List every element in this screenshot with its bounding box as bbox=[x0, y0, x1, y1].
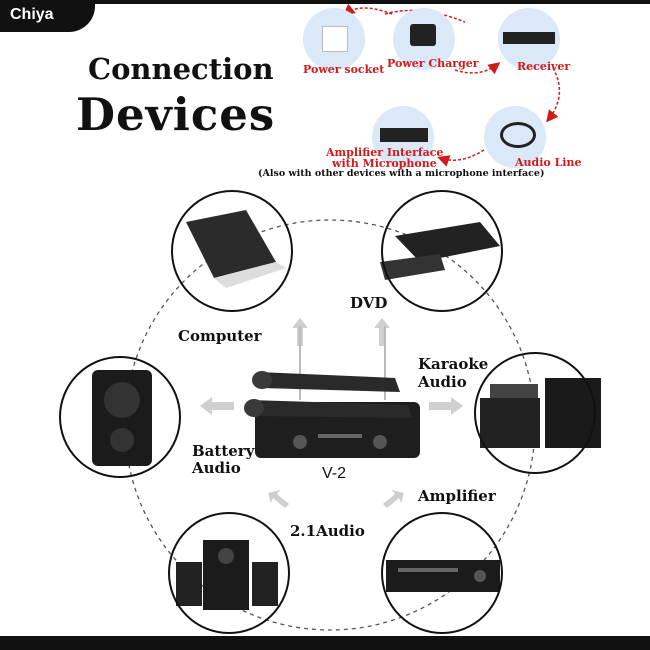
dvd-circle bbox=[381, 190, 503, 312]
amplifier-interface-label-2: with Microphone bbox=[332, 157, 437, 170]
audio21-circle bbox=[168, 512, 290, 634]
arrow-up-right bbox=[374, 318, 390, 346]
audio-line-label: Audio Line bbox=[515, 156, 582, 169]
amplifier-interface-icon bbox=[380, 128, 428, 142]
top-strip bbox=[0, 0, 650, 4]
battery-label-1: Battery bbox=[192, 442, 255, 460]
direction-arrows bbox=[200, 318, 463, 508]
battery-label-2: Audio bbox=[192, 459, 241, 477]
computer-circle bbox=[171, 190, 293, 312]
center-product bbox=[244, 326, 420, 458]
brand-tab bbox=[0, 0, 95, 32]
brand-name: Chiya bbox=[10, 6, 54, 23]
karaoke-audio-circle bbox=[474, 352, 596, 474]
flow-arrow-audioline-to-amp bbox=[437, 149, 485, 167]
amplifier-circle bbox=[381, 512, 503, 634]
flow-arrow-receiver-to-audioline bbox=[546, 67, 561, 123]
battery-audio-circle bbox=[59, 356, 181, 478]
power-charger-label: Power Charger bbox=[387, 57, 479, 70]
karaoke-label-2: Audio bbox=[418, 373, 467, 391]
socket-icon bbox=[322, 26, 348, 52]
power-socket-label: Power socket bbox=[303, 63, 385, 76]
flow-arrow-charger-to-receiver bbox=[454, 62, 501, 75]
model-label: V-2 bbox=[322, 465, 347, 482]
audio21-label: 2.1Audio bbox=[290, 522, 365, 540]
charger-icon bbox=[410, 24, 436, 46]
arrow-right bbox=[429, 397, 463, 415]
arrow-down-right bbox=[383, 490, 404, 508]
amplifier-interface-label-1: Amplifier Interface bbox=[326, 146, 444, 159]
receiver-icon bbox=[503, 32, 555, 44]
receiver-label: Receiver bbox=[517, 60, 571, 73]
karaoke-label-1: Karaoke bbox=[418, 355, 489, 373]
title-line-2: Devices bbox=[76, 88, 276, 141]
arrow-down-left bbox=[268, 490, 289, 508]
computer-label: Computer bbox=[178, 327, 262, 345]
title-line-1: Connection bbox=[88, 52, 274, 86]
bottom-strip bbox=[0, 636, 650, 650]
amplifier-label: Amplifier bbox=[418, 487, 496, 505]
arrow-left bbox=[200, 397, 234, 415]
flow-note: (Also with other devices with a micropho… bbox=[258, 168, 545, 179]
audio-line-icon bbox=[500, 122, 536, 148]
dvd-label: DVD bbox=[350, 294, 388, 312]
